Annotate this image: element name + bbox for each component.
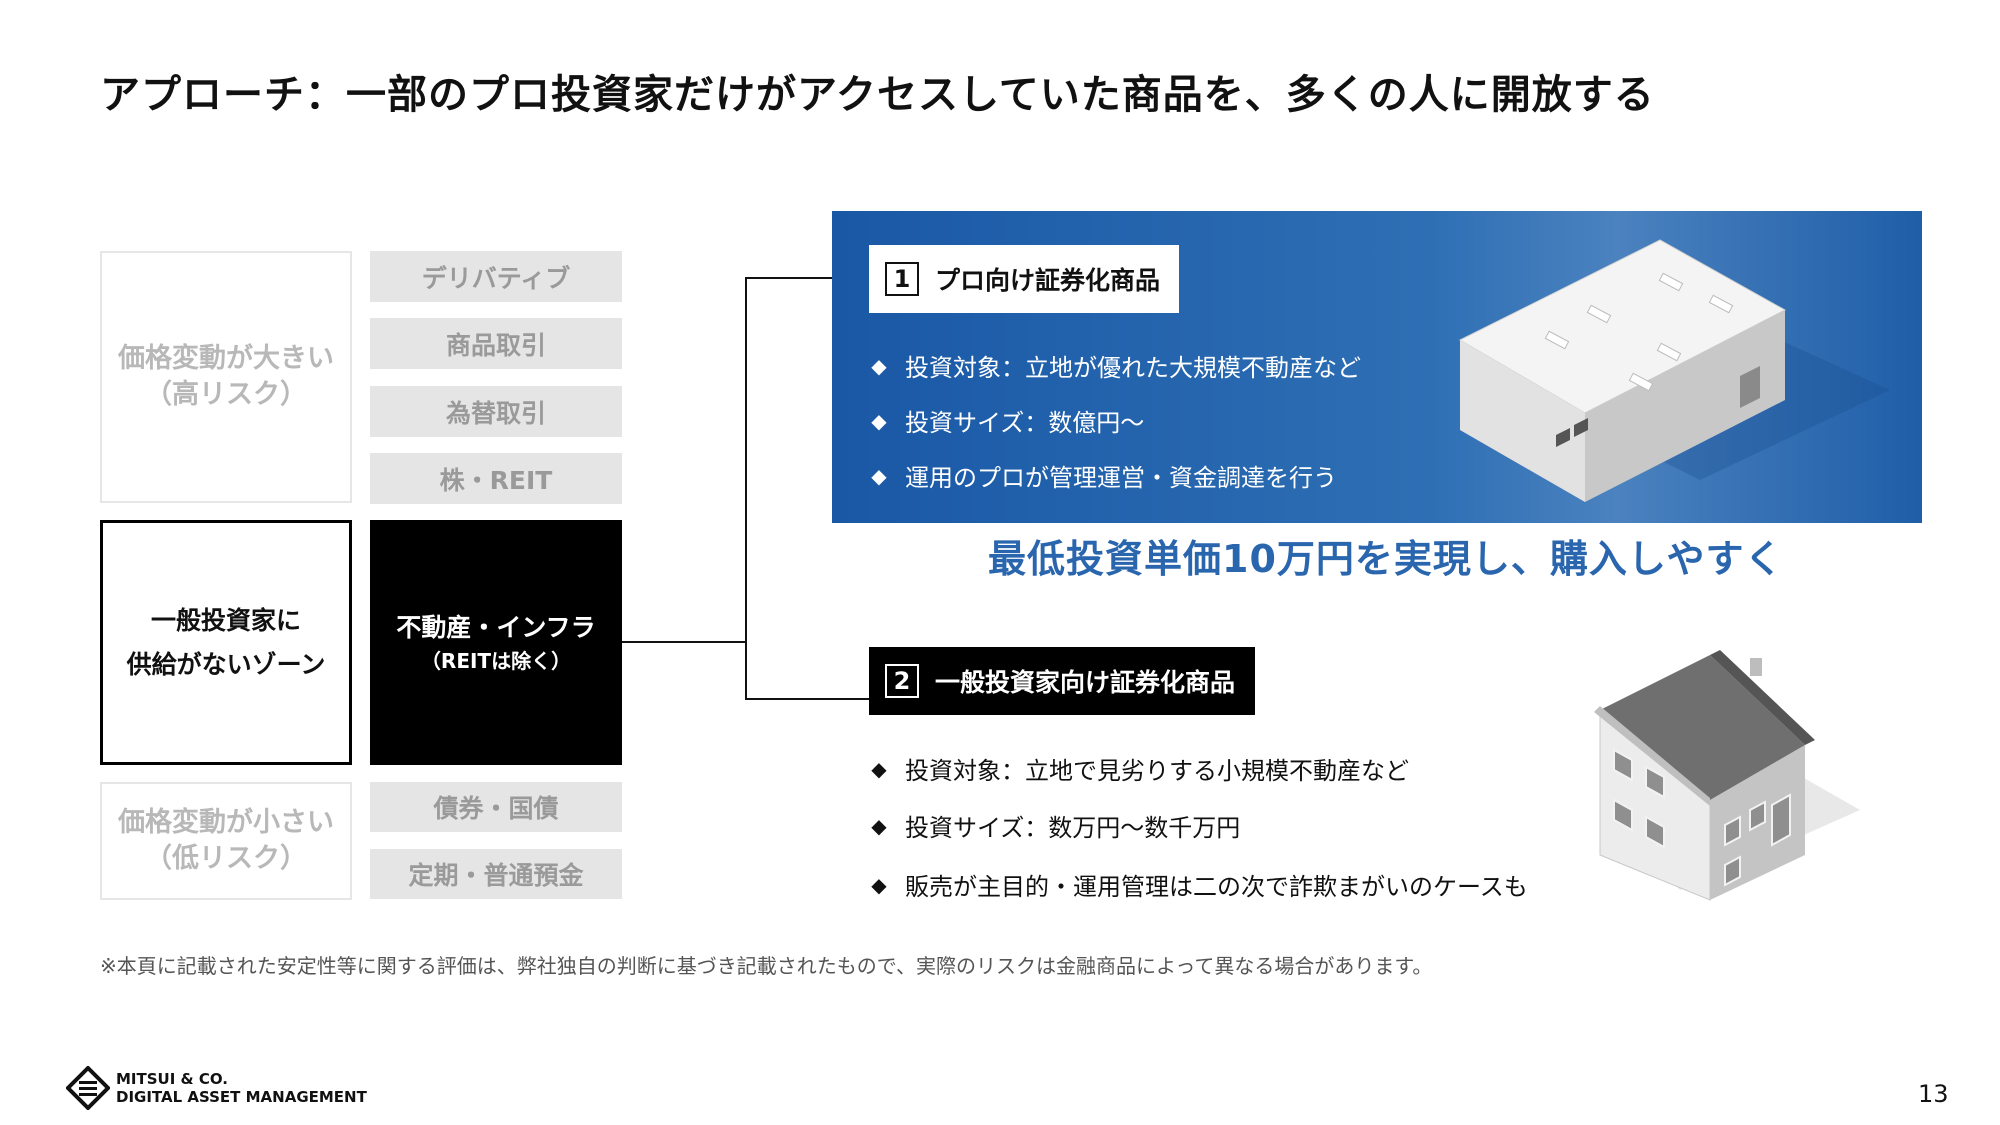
list-item: ◆投資サイズ：数億円〜 (869, 393, 1361, 448)
logo-line1: MITSUI & CO. (116, 1070, 228, 1088)
general-bullet-list: ◆投資対象：立地で見劣りする小規模不動産など ◆投資サイズ：数万円〜数千万円 ◆… (869, 740, 1528, 913)
product-deposits: 定期・普通預金 (370, 849, 622, 899)
highlight-message: 最低投資単価10万円を実現し、購入しやすく (988, 537, 1784, 581)
product-stock-reit: 株・REIT (370, 453, 622, 504)
diamond-bullet-icon: ◆ (871, 872, 887, 897)
list-item: ◆投資対象：立地が優れた大規模不動産など (869, 338, 1361, 393)
low-risk-zone: 価格変動が小さい （低リスク） (100, 782, 352, 900)
house-illustration (1594, 650, 1860, 901)
logo-line2: DIGITAL ASSET MANAGEMENT (116, 1088, 367, 1106)
pro-badge-label: プロ向け証券化商品 (935, 266, 1161, 295)
gap-zone: 一般投資家に 供給がないゾーン (100, 520, 352, 765)
page-number: 13 (1918, 1080, 1949, 1108)
product-bonds: 債券・国債 (370, 782, 622, 832)
high-risk-sublabel: （高リスク） (145, 379, 307, 410)
connector-horizontal (622, 641, 746, 643)
product-realestate-label: 不動産・インフラ (396, 612, 596, 642)
connector-vertical (745, 277, 747, 700)
list-item: ◆運用のプロが管理運営・資金調達を行う (869, 448, 1361, 503)
pro-products-badge: 1 プロ向け証券化商品 (869, 245, 1179, 313)
product-commodity: 商品取引 (370, 318, 622, 369)
general-products-badge: 2 一般投資家向け証券化商品 (869, 647, 1255, 715)
connector-bottom (745, 698, 870, 700)
low-risk-label: 価格変動が小さい (118, 806, 334, 838)
low-risk-sublabel: （低リスク） (145, 843, 307, 874)
diamond-bullet-icon: ◆ (871, 813, 887, 838)
diamond-bullet-icon: ◆ (871, 408, 887, 433)
high-risk-label: 価格変動が大きい (118, 342, 334, 374)
mitsui-logo-icon (66, 1066, 110, 1110)
pro-badge-number: 1 (885, 262, 919, 296)
diamond-bullet-icon: ◆ (871, 756, 887, 781)
page-title: アプローチ：一部のプロ投資家だけがアクセスしていた商品を、多くの人に開放する (100, 72, 1655, 118)
product-fx: 為替取引 (370, 386, 622, 437)
diamond-bullet-icon: ◆ (871, 353, 887, 378)
pro-bullet-list: ◆投資対象：立地が優れた大規模不動産など ◆投資サイズ：数億円〜 ◆運用のプロが… (869, 338, 1361, 503)
product-derivative: デリバティブ (370, 251, 622, 302)
warehouse-illustration (1458, 239, 1890, 502)
product-realestate-infra: 不動産・インフラ （REITは除く） (370, 520, 622, 765)
list-item: ◆投資サイズ：数万円〜数千万円 (869, 797, 1528, 854)
general-badge-label: 一般投資家向け証券化商品 (935, 668, 1236, 697)
diamond-bullet-icon: ◆ (871, 463, 887, 488)
connector-top (745, 277, 833, 279)
general-badge-number: 2 (885, 664, 919, 698)
company-logo-text: MITSUI & CO. DIGITAL ASSET MANAGEMENT (116, 1070, 367, 1106)
high-risk-zone: 価格変動が大きい （高リスク） (100, 251, 352, 503)
gap-zone-sublabel: 供給がないゾーン (126, 649, 326, 679)
gap-zone-label: 一般投資家に (150, 605, 301, 635)
product-realestate-sublabel: （REITは除く） (420, 649, 572, 674)
footnote: ※本頁に記載された安定性等に関する評価は、弊社独自の判断に基づき記載されたもので… (100, 954, 1433, 978)
list-item: ◆投資対象：立地で見劣りする小規模不動産など (869, 740, 1528, 797)
list-item: ◆販売が主目的・運用管理は二の次で詐欺まがいのケースも (869, 856, 1528, 913)
